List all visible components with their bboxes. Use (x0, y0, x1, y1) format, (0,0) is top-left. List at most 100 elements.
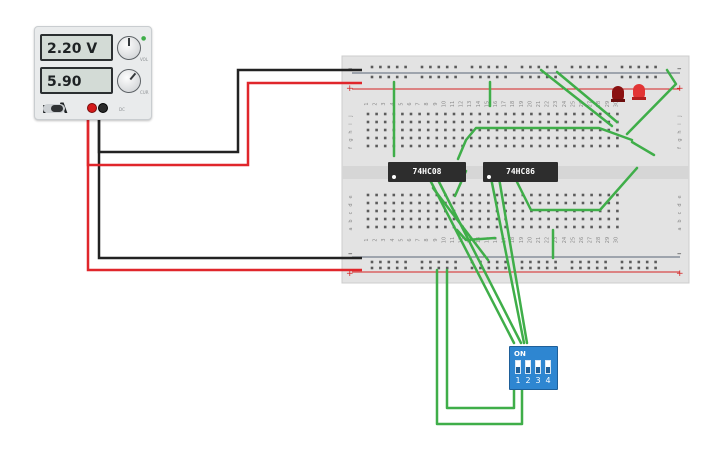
breadboard-hole[interactable] (545, 65, 549, 69)
breadboard-hole[interactable] (538, 144, 542, 148)
wire-black-bottom[interactable] (97, 110, 362, 260)
breadboard-hole[interactable] (444, 136, 447, 140)
breadboard-hole[interactable] (375, 112, 378, 116)
wire-red-bottom[interactable] (86, 110, 362, 272)
breadboard-hole[interactable] (444, 225, 447, 229)
breadboard-hole[interactable] (478, 209, 482, 213)
breadboard-hole[interactable] (401, 225, 404, 229)
breadboard-hole[interactable] (538, 112, 542, 116)
breadboard-hole[interactable] (607, 225, 611, 229)
green-wires[interactable] (392, 68, 678, 426)
breadboard-hole[interactable] (645, 266, 649, 270)
breadboard-hole[interactable] (469, 217, 473, 221)
breadboard-hole[interactable] (573, 136, 576, 140)
breadboard-hole[interactable] (590, 217, 593, 221)
breadboard-hole[interactable] (581, 201, 585, 205)
breadboard-hole[interactable] (555, 120, 559, 124)
breadboard-hole[interactable] (573, 225, 576, 229)
breadboard-hole[interactable] (401, 217, 404, 221)
breadboard-hole[interactable] (598, 128, 602, 132)
breadboard-hole[interactable] (538, 225, 542, 229)
breadboard-hole[interactable] (530, 128, 533, 132)
breadboard-hole[interactable] (435, 225, 439, 229)
breadboard-hole[interactable] (444, 112, 447, 116)
power-switch[interactable] (43, 104, 65, 113)
breadboard-hole[interactable] (452, 193, 456, 197)
breadboard-hole[interactable] (370, 260, 374, 264)
breadboard-hole[interactable] (504, 260, 507, 264)
breadboard-hole[interactable] (437, 65, 441, 69)
breadboard-hole[interactable] (554, 260, 557, 264)
negative-terminal[interactable] (98, 103, 108, 113)
breadboard-hole[interactable] (512, 217, 516, 221)
breadboard-hole[interactable] (409, 217, 413, 221)
breadboard-hole[interactable] (545, 75, 549, 79)
breadboard-hole[interactable] (495, 217, 499, 221)
breadboard-hole[interactable] (616, 209, 619, 213)
breadboard-hole[interactable] (598, 201, 602, 205)
breadboard-hole[interactable] (404, 266, 407, 270)
breadboard-hole[interactable] (418, 120, 421, 124)
breadboard-hole[interactable] (512, 201, 516, 205)
breadboard-hole[interactable] (366, 217, 370, 221)
breadboard-hole[interactable] (512, 193, 516, 197)
breadboard-hole[interactable] (444, 128, 447, 132)
breadboard-hole[interactable] (429, 260, 432, 264)
breadboard-hole[interactable] (654, 260, 657, 264)
breadboard-hole[interactable] (454, 65, 457, 69)
breadboard-hole[interactable] (521, 217, 525, 221)
breadboard-hole[interactable] (538, 136, 542, 140)
breadboard-hole[interactable] (587, 260, 591, 264)
breadboard-hole[interactable] (521, 209, 525, 213)
breadboard-hole[interactable] (537, 65, 541, 69)
dip-toggle-3[interactable] (535, 360, 541, 374)
breadboard-hole[interactable] (555, 201, 559, 205)
breadboard-hole[interactable] (495, 65, 499, 69)
breadboard-hole[interactable] (504, 75, 507, 79)
breadboard-hole[interactable] (504, 136, 507, 140)
breadboard-hole[interactable] (581, 128, 585, 132)
breadboard-hole[interactable] (395, 75, 399, 79)
breadboard-hole[interactable] (570, 260, 574, 264)
breadboard-hole[interactable] (598, 112, 602, 116)
breadboard-hole[interactable] (409, 225, 413, 229)
breadboard-hole[interactable] (452, 120, 456, 124)
breadboard-hole[interactable] (409, 128, 413, 132)
breadboard-hole[interactable] (620, 260, 624, 264)
breadboard-hole[interactable] (495, 260, 499, 264)
breadboard-hole[interactable] (645, 260, 649, 264)
breadboard-hole[interactable] (564, 217, 568, 221)
breadboard-hole[interactable] (392, 201, 396, 205)
breadboard-hole[interactable] (420, 266, 424, 270)
breadboard-hole[interactable] (435, 144, 439, 148)
breadboard-hole[interactable] (564, 144, 568, 148)
breadboard-hole[interactable] (520, 266, 524, 270)
breadboard-hole[interactable] (487, 209, 490, 213)
breadboard-hole[interactable] (426, 209, 430, 213)
breadboard-hole[interactable] (520, 260, 524, 264)
breadboard-hole[interactable] (383, 120, 387, 124)
breadboard-hole[interactable] (555, 136, 559, 140)
breadboard-hole[interactable] (620, 75, 624, 79)
breadboard-hole[interactable] (537, 266, 541, 270)
breadboard-hole[interactable] (547, 128, 550, 132)
breadboard-hole[interactable] (401, 144, 404, 148)
breadboard-hole[interactable] (616, 112, 619, 116)
breadboard-hole[interactable] (547, 201, 550, 205)
breadboard-hole[interactable] (616, 193, 619, 197)
breadboard-hole[interactable] (370, 266, 374, 270)
breadboard-hole[interactable] (573, 217, 576, 221)
breadboard-hole[interactable] (404, 65, 407, 69)
breadboard-hole[interactable] (530, 225, 533, 229)
breadboard-hole[interactable] (383, 112, 387, 116)
breadboard-hole[interactable] (529, 75, 532, 79)
breadboard-hole[interactable] (366, 120, 370, 124)
breadboard-hole[interactable] (570, 266, 574, 270)
breadboard-hole[interactable] (479, 266, 482, 270)
breadboard-hole[interactable] (504, 128, 507, 132)
dip-toggle-2[interactable] (525, 360, 531, 374)
breadboard-hole[interactable] (487, 144, 490, 148)
breadboard-hole[interactable] (607, 209, 611, 213)
breadboard-hole[interactable] (520, 75, 524, 79)
breadboard-hole[interactable] (512, 136, 516, 140)
